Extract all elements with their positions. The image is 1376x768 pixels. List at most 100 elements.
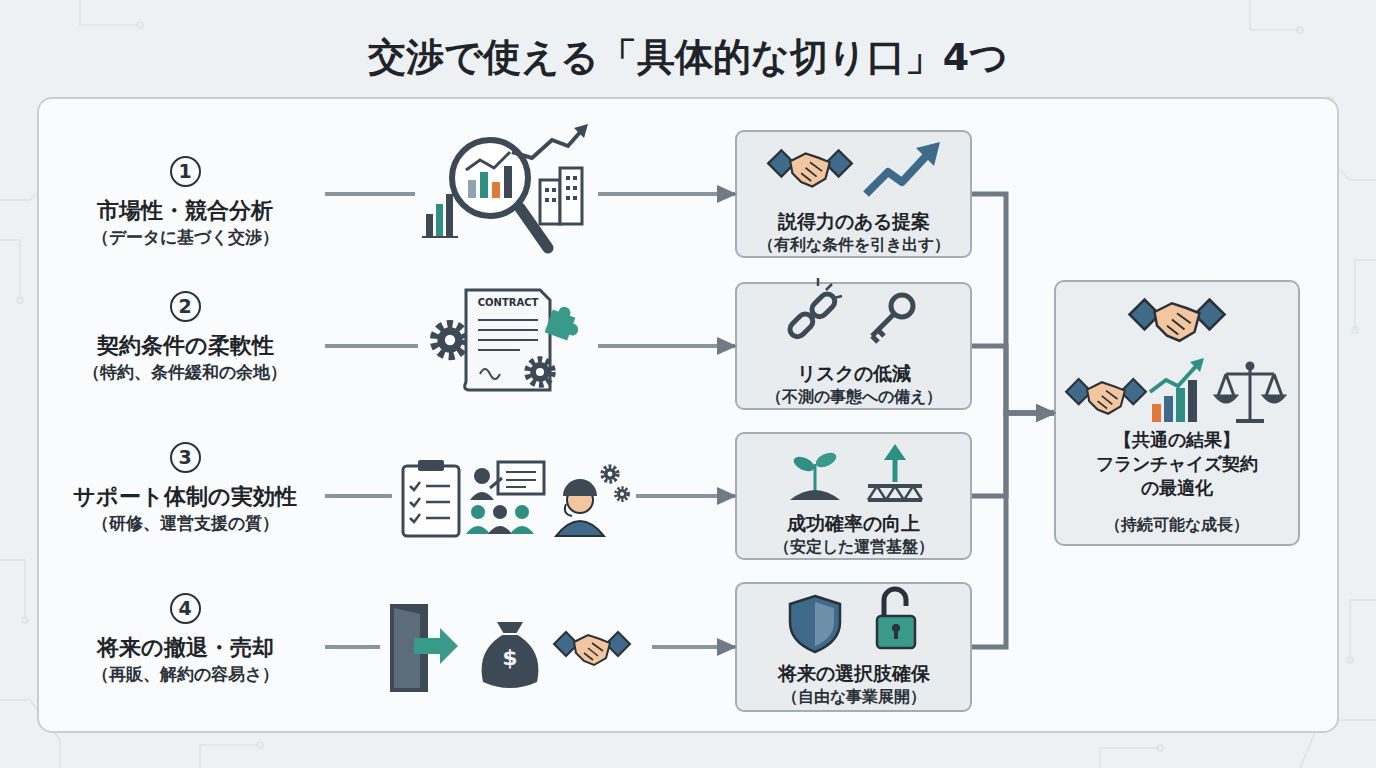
circuit-decoration [80, 0, 140, 25]
sprout-icon [791, 454, 816, 474]
shield-icon [790, 596, 840, 652]
market-analysis-icon [560, 168, 582, 224]
key-icon [872, 336, 878, 342]
exit-icon [502, 633, 518, 635]
contract-icon [527, 359, 552, 384]
result-subtitle: （有利な条件を引き出す） [758, 234, 950, 256]
outcome-title: フランチャイズ契約 の最適化 [1072, 452, 1282, 500]
market-analysis-icon [573, 176, 577, 180]
content-panel [38, 98, 1338, 732]
growth-chart-icon [1176, 388, 1185, 422]
negotiation-angle: 3サポート体制の実効性（研修、運営支援の質） [45, 442, 325, 548]
market-analysis-icon [545, 198, 549, 202]
key-icon [872, 314, 894, 336]
circuit-decoration [22, 617, 28, 623]
contract-icon [465, 290, 550, 390]
connector-arrow [972, 413, 1054, 647]
contract-icon [478, 349, 520, 351]
contract-icon [478, 329, 538, 331]
support-icon [506, 479, 536, 481]
sprout-icon [813, 450, 838, 470]
circuit-decoration [257, 742, 263, 748]
support-icon [410, 482, 450, 522]
broken-chain-icon [787, 278, 842, 340]
item-number: 2 [170, 291, 201, 322]
lift-icon [868, 486, 922, 500]
circuit-decoration [1297, 27, 1303, 33]
market-analysis-icon [545, 188, 549, 192]
result-subtitle: （安定した運営基盤） [774, 536, 934, 558]
market-analysis-icon [540, 180, 560, 224]
key-icon [872, 295, 913, 342]
sprout-icon [814, 464, 817, 490]
circuit-decoration [17, 297, 23, 303]
support-icon [403, 460, 628, 536]
support-icon [498, 462, 544, 494]
balance-scale-icon [1274, 374, 1282, 396]
growth-chart-icon [1188, 380, 1197, 422]
exit-icon [440, 628, 458, 664]
icon-layer [1066, 379, 1146, 414]
contract-icon [480, 369, 500, 379]
icon-layer [768, 150, 852, 186]
connector-arrow [972, 346, 1054, 413]
contract-icon [478, 339, 538, 341]
growth-arrow-icon [866, 154, 928, 194]
contract-icon [545, 310, 576, 341]
open-lock-icon [877, 589, 915, 648]
key-icon [891, 295, 913, 317]
growth-chart-icon [1190, 358, 1204, 372]
market-analysis-icon [504, 166, 512, 198]
market-analysis-icon [566, 186, 570, 190]
circuit-decoration [1100, 748, 1160, 768]
negotiation-angle: 1市場性・競合分析（データに基づく交渉） [45, 156, 325, 262]
market-analysis-icon [492, 182, 500, 198]
negotiation-angle: 2 契約条件の柔軟性（特約、条件緩和の余地） [45, 291, 325, 397]
item-number: 4 [170, 593, 201, 624]
support-icon [493, 505, 507, 519]
balance-scale-icon [1266, 374, 1274, 396]
market-analysis-icon [422, 124, 588, 248]
circuit-decoration [1327, 97, 1333, 103]
support-icon [510, 526, 534, 534]
item-subtitle: （特約、条件緩和の余地） [83, 360, 287, 384]
circuit-decoration [1300, 720, 1376, 768]
result-box: 成功確率の向上（安定した運営基盤） [735, 432, 972, 560]
support-icon [506, 472, 536, 487]
circuit-decoration [1352, 327, 1358, 333]
support-icon [563, 479, 597, 496]
support-icon [506, 471, 536, 473]
support-icon [418, 460, 444, 471]
open-lock-icon [884, 589, 906, 616]
currency-symbol: $ [495, 645, 525, 671]
item-title: 将来の撤退・売却 [97, 634, 274, 662]
item-title: 契約条件の柔軟性 [97, 332, 274, 360]
growth-chart-icon [1150, 364, 1198, 392]
broken-chain-icon [787, 311, 816, 340]
support-icon [565, 504, 572, 516]
support-icon [490, 478, 502, 488]
item-subtitle: （研修、運営支援の質） [92, 511, 279, 535]
exit-icon [394, 608, 420, 688]
negotiation-angle: 4将来の撤退・売却（再販、解約の容易さ） [45, 593, 325, 699]
market-analysis-icon [452, 140, 528, 216]
item-subtitle: （データに基づく交渉） [92, 225, 279, 249]
growth-chart-icon [1152, 404, 1161, 422]
market-analysis-icon [466, 152, 510, 170]
outcome-subtitle: （持続可能な成長） [1105, 514, 1249, 536]
connector-arrow [325, 344, 735, 348]
support-icon [471, 505, 485, 519]
result-box: 将来の選択肢確保（自由な事業展開） [735, 582, 972, 712]
result-title: 将来の選択肢確保 [778, 660, 930, 686]
open-lock-icon [894, 630, 898, 639]
lift-icon [868, 444, 922, 500]
market-analysis-icon [436, 204, 443, 236]
circuit-decoration [1157, 745, 1163, 751]
contract-icon [478, 319, 538, 321]
support-icon [470, 492, 494, 500]
lift-icon [868, 484, 922, 488]
circuit-decoration [0, 560, 25, 620]
shield-icon [815, 602, 834, 646]
